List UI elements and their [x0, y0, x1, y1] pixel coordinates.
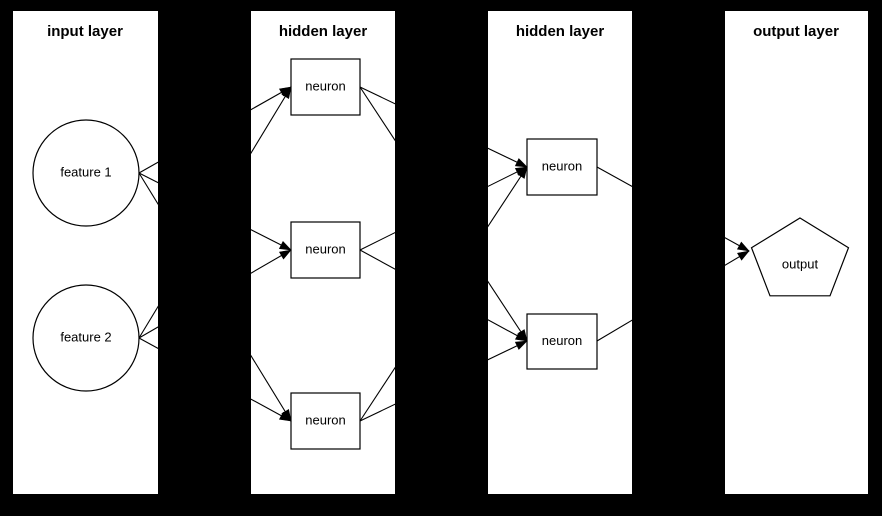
arrowhead-edge-f1-h1n2	[278, 240, 292, 251]
label-h1-neuron-3: neuron	[305, 412, 345, 427]
title-hidden-layer-2: hidden layer	[516, 23, 605, 40]
label-h2-neuron-2: neuron	[542, 333, 582, 348]
label-output-node: output	[782, 256, 819, 271]
label-feature-1: feature 1	[60, 164, 111, 179]
nodes-group: feature 1 feature 2 neuron neuron neuron neur…	[32, 58, 850, 450]
node-h2-neuron-1[interactable]	[526, 138, 598, 196]
arrowhead-edge-f2-h1n2	[279, 249, 292, 260]
arrowhead-edge-h2n2-output	[737, 250, 750, 261]
node-h1-neuron-1[interactable]	[290, 58, 361, 116]
panel-hidden-layer-2	[488, 11, 632, 494]
layer-titles-group: input layer hidden layer hidden layer outpu…	[47, 23, 839, 40]
arrowhead-edge-h2n1-output	[736, 241, 750, 252]
label-h1-neuron-1: neuron	[305, 78, 345, 93]
node-feature-2[interactable]	[32, 284, 140, 392]
arrowhead-edge-f2-h1n3	[278, 411, 292, 422]
label-feature-2: feature 2	[60, 329, 111, 344]
arrowhead-edge-h1n3-h2n2	[514, 340, 528, 350]
arrowheads-group	[278, 86, 750, 422]
label-h1-neuron-2: neuron	[305, 241, 345, 256]
arrowhead-edge-h1n3-h2n1	[517, 166, 528, 179]
panel-input-layer	[13, 11, 158, 494]
node-h2-neuron-2[interactable]	[526, 313, 598, 370]
title-input-layer: input layer	[47, 23, 123, 40]
node-output-node[interactable]	[750, 217, 850, 297]
arrowhead-edge-h1n2-h2n2	[514, 331, 528, 342]
title-hidden-layer-1: hidden layer	[279, 23, 368, 40]
arrowhead-edge-h1n1-h2n1	[514, 158, 528, 168]
title-output-layer: output layer	[753, 23, 839, 40]
node-h1-neuron-2[interactable]	[290, 221, 361, 279]
label-h2-neuron-1: neuron	[542, 158, 582, 173]
node-h1-neuron-3[interactable]	[290, 392, 361, 450]
arrowhead-edge-f2-h1n1	[281, 86, 292, 99]
node-feature-1[interactable]	[32, 119, 140, 227]
